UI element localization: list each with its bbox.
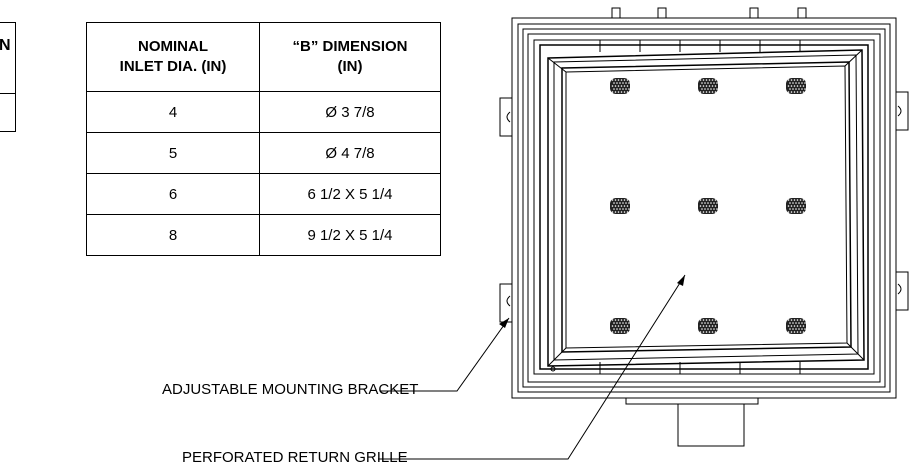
perforation-patch [698,318,718,334]
inlet-collar [625,397,759,447]
header-line: “B” DIMENSION [292,38,408,55]
inner-panel [547,49,865,367]
header-nominal-inlet: NOMINAL INLET DIA. (IN) [86,22,260,92]
cell-b-dim: Ø 4 7/8 [259,132,441,174]
cell-b-dim: Ø 3 7/8 [259,91,441,133]
bracket-arrow-icon [499,318,509,328]
bracket-leader-line [380,317,510,392]
table-header-row: NOMINAL INLET DIA. (IN) “B” DIMENSION (I… [86,22,441,92]
header-line: (IN) [337,58,363,75]
perforation-patch [610,198,630,214]
table-row: 4 Ø 3 7/8 [86,91,441,133]
cell-inlet: 8 [86,214,260,256]
grille-callout-label: PERFORATED RETURN GRILLE [182,449,408,466]
grille-arrow-icon [677,275,685,286]
perforation-patch [786,198,806,214]
grille-leader-line [378,274,686,460]
header-line: NOMINAL [138,38,208,55]
perforation-patch [698,78,718,94]
outer-frame [511,17,897,399]
top-tabs [611,7,807,19]
perforation-patch [698,198,718,214]
partial-table-header: N [0,23,15,94]
perforation-patch [786,318,806,334]
table-row: 5 Ø 4 7/8 [86,132,441,174]
table-row: 6 6 1/2 X 5 1/4 [86,173,441,215]
perforation-patch [610,78,630,94]
frame-ticks [599,40,801,374]
corner-fastener [550,366,556,372]
cell-b-dim: 9 1/2 X 5 1/4 [259,214,441,256]
dimension-table: NOMINAL INLET DIA. (IN) “B” DIMENSION (I… [86,22,441,256]
table-row: 8 9 1/2 X 5 1/4 [86,214,441,256]
bracket-callout-label: ADJUSTABLE MOUNTING BRACKET [162,381,419,398]
perforation-patch [610,318,630,334]
cell-inlet: 5 [86,132,260,174]
perforation-patches [610,78,806,334]
perforation-patch [786,78,806,94]
partial-table-header-text: N [0,37,11,54]
header-line: INLET DIA. (IN) [119,58,227,75]
mounting-bracket [499,91,909,323]
partial-table: N [0,22,16,132]
cell-b-dim: 6 1/2 X 5 1/4 [259,173,441,215]
